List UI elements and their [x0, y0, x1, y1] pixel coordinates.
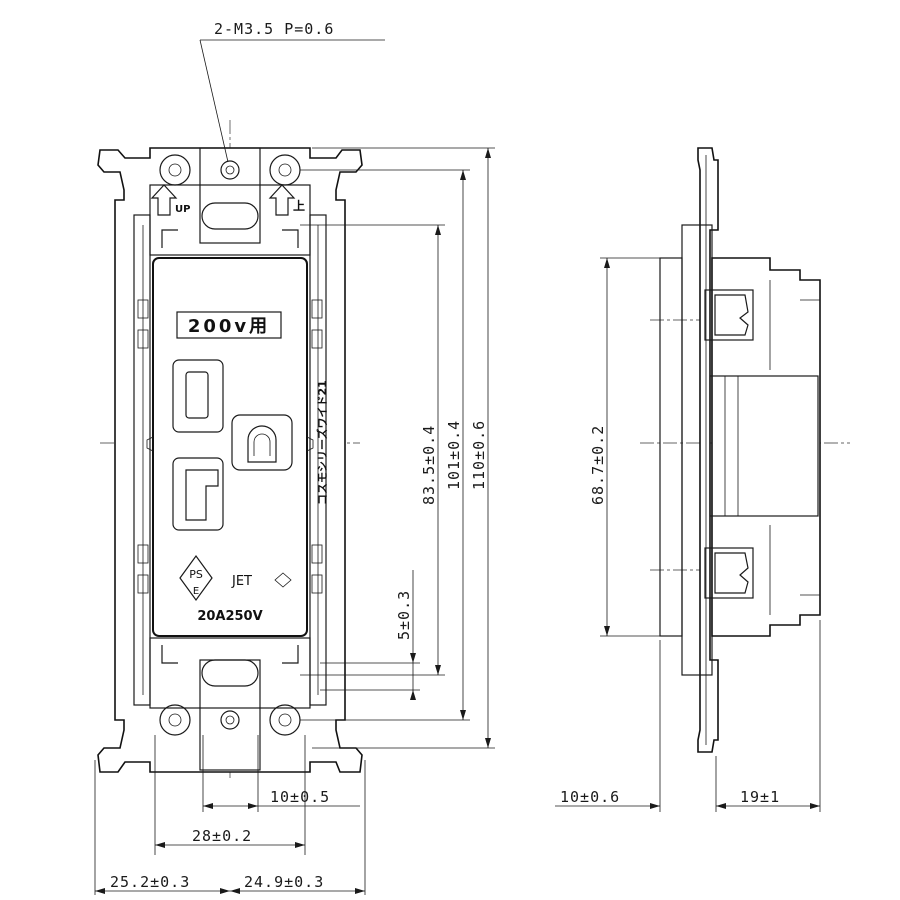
side-center-block	[709, 375, 819, 517]
side-height: 68.7±0.2	[589, 425, 607, 505]
outlet-slot-lower	[172, 457, 224, 531]
side-latch-right	[306, 436, 314, 452]
series-label: コスモシリーズワイド21	[315, 380, 329, 505]
jet-diamond-icon	[274, 572, 292, 588]
screw-hole-top-left	[159, 154, 191, 186]
height-mid: 101±0.4	[445, 420, 463, 490]
top-center-block	[199, 147, 261, 244]
frame-right-rail	[309, 214, 327, 706]
corner-bracket-top-left	[161, 229, 178, 248]
side-body	[711, 257, 821, 637]
front-h-arrowheads	[95, 803, 365, 894]
side-clip-lower	[704, 547, 754, 599]
top-bridge	[149, 184, 311, 256]
up-arrow-left-icon	[150, 184, 178, 216]
frame-left-rail	[133, 214, 151, 706]
up-label-left: UP	[175, 204, 190, 215]
height-total: 110±0.6	[470, 420, 488, 490]
top-oval-slot	[201, 202, 259, 230]
outlet-slot-lower-pin	[185, 469, 219, 521]
pse-mark-bottom: E	[193, 586, 199, 597]
outlet-face	[152, 257, 308, 637]
corner-bracket-bottom-left	[161, 645, 178, 664]
up-label-right: 上	[293, 198, 305, 213]
pse-mark-top: PS	[189, 568, 203, 581]
screw-spec: 2-M3.5 P=0.6	[214, 20, 334, 38]
width-mount: 28±0.2	[192, 827, 252, 845]
screw-terminal-top	[220, 160, 240, 180]
outlet-slot-upper	[172, 359, 224, 433]
side-latch-left	[146, 436, 154, 452]
jet-mark: JET	[231, 574, 252, 589]
ground-terminal	[231, 414, 293, 471]
rating-label: 20A250V	[197, 609, 262, 624]
bottom-bridge	[149, 637, 311, 709]
width-center-gap: 10±0.5	[270, 788, 330, 806]
width-right: 24.9±0.3	[244, 873, 324, 891]
side-dimensions: 68.7±0.2 10±0.6 19±1	[555, 257, 821, 812]
voltage-label-box	[176, 311, 282, 339]
side-depth: 19±1	[740, 788, 780, 806]
front-dimensions: 2-M3.5 P=0.6 110±0.6 101±0.4 83.5±0.4 5±…	[94, 20, 495, 895]
front-view: UP 上 200v用	[97, 120, 363, 780]
offset-small: 5±0.3	[395, 590, 413, 640]
bottom-oval-slot	[201, 659, 259, 687]
side-view	[640, 147, 850, 753]
corner-bracket-top-right	[282, 229, 299, 248]
rail-tabs	[137, 299, 323, 594]
screw-spec-leader	[199, 39, 229, 163]
side-plate	[697, 147, 719, 753]
screw-hole-bottom-left	[159, 704, 191, 736]
outlet-slot-upper-pin	[185, 371, 209, 419]
width-left: 25.2±0.3	[110, 873, 190, 891]
side-front-face	[659, 257, 683, 637]
screw-terminal-bottom	[220, 710, 240, 730]
height-inner: 83.5±0.4	[420, 425, 438, 505]
side-front: 10±0.6	[560, 788, 620, 806]
corner-bracket-bottom-right	[282, 645, 299, 664]
side-clip-upper	[704, 289, 754, 341]
up-arrow-right-icon	[268, 184, 296, 216]
pse-mark-icon	[179, 554, 213, 602]
voltage-label: 200v用	[188, 316, 270, 337]
front-arrowheads	[410, 148, 491, 748]
